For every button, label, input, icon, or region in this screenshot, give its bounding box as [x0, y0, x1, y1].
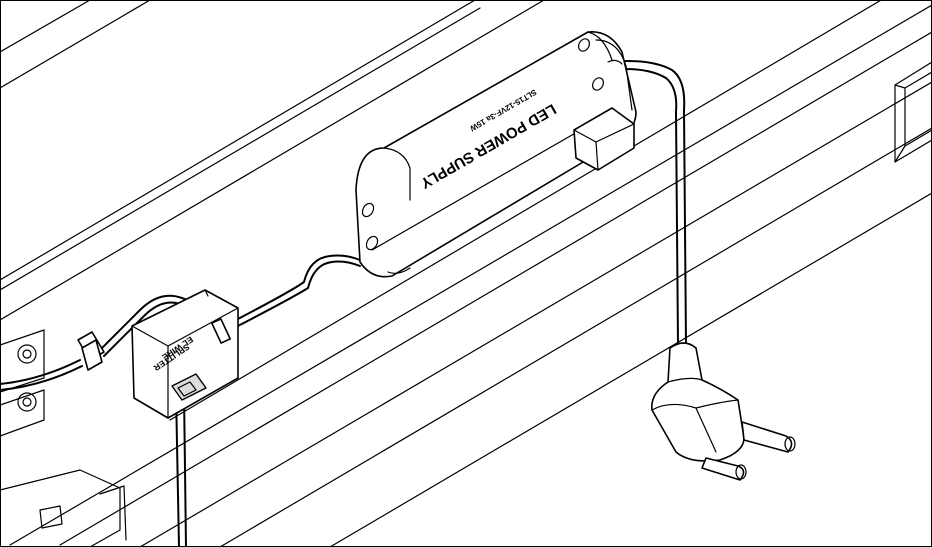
lower-left-bracket [0, 469, 127, 547]
led-power-supply [355, 31, 637, 278]
el-wire-splitter [131, 289, 239, 419]
left-wall-plates [0, 329, 45, 437]
power-plug [651, 342, 796, 481]
right-bracket [894, 61, 932, 163]
wire-connector [77, 331, 105, 371]
